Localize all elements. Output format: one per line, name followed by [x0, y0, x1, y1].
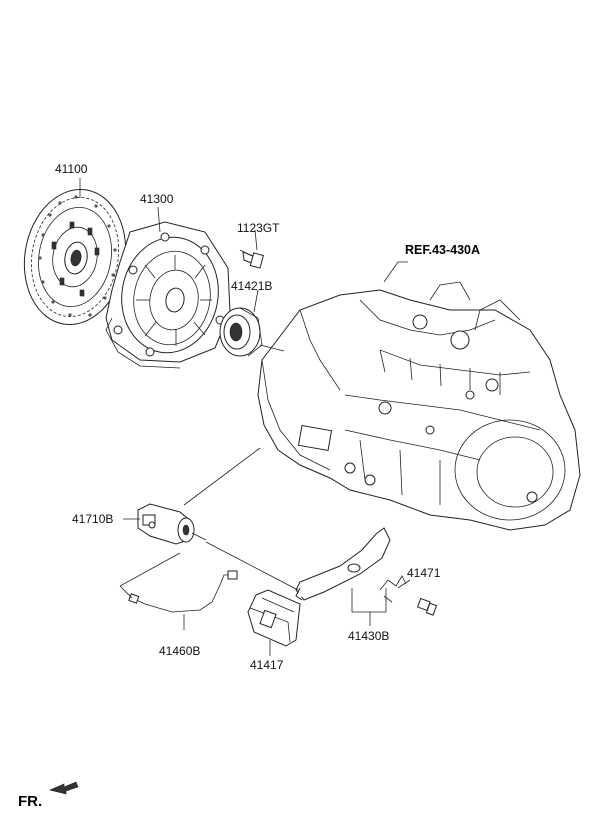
label-clutch-cover: 41300 — [140, 192, 174, 206]
transmission-assembly — [257, 281, 581, 531]
pivot-bolt[interactable] — [416, 597, 438, 616]
label-fork-spring: 41471 — [407, 566, 441, 580]
release-bearing[interactable] — [219, 307, 263, 357]
reference-label: REF.43-430A — [405, 243, 480, 257]
boot[interactable] — [247, 589, 301, 647]
front-marker: FR. — [18, 793, 42, 810]
label-release-cylinder: 41710B — [72, 512, 113, 526]
release-fork[interactable] — [295, 527, 391, 601]
fork-spring[interactable] — [379, 575, 407, 603]
label-clutch-tube: 41460B — [159, 644, 200, 658]
release-cylinder[interactable] — [137, 503, 207, 545]
leader-lines — [79, 178, 411, 656]
clutch-disc[interactable] — [14, 181, 136, 332]
label-release-fork: 41430B — [348, 629, 389, 643]
front-arrow-icon — [49, 781, 79, 795]
clutch-tube[interactable] — [128, 570, 238, 613]
clutch-cover[interactable] — [105, 221, 231, 369]
bolt[interactable] — [239, 249, 264, 269]
label-bolt: 1123GT — [237, 221, 280, 235]
label-release-bearing: 41421B — [231, 279, 272, 293]
label-boot: 41417 — [250, 658, 284, 672]
label-clutch-disc: 41100 — [55, 162, 88, 176]
